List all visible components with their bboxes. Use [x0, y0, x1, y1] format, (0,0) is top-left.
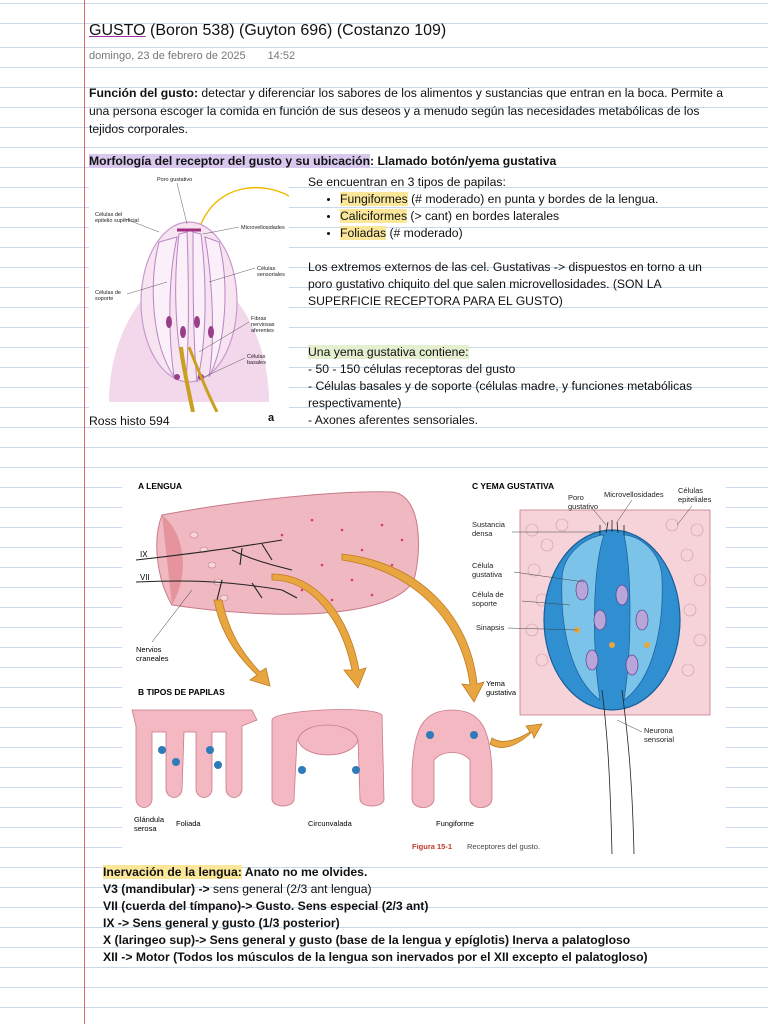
time-text: 14:52: [267, 50, 296, 62]
figure-caption-text: Receptores del gusto.: [467, 842, 540, 851]
yema-label-sinapsis: Sinapsis: [476, 623, 505, 632]
inervacion-heading: Inervación de la lengua: Anato no me olv…: [103, 865, 368, 879]
morfologia-title: Morfología del receptor del gusto y su u…: [89, 154, 371, 168]
papila-label-foliada: Foliada: [176, 819, 201, 828]
fig1-label-microvellosidades: Microvellosidades: [241, 225, 285, 231]
papila-item-foliadas: Foliadas (# moderado): [340, 225, 728, 242]
title-main: GUSTO: [89, 22, 146, 39]
title-refs: (Boron 538) (Guyton 696) (Costanzo 109): [145, 22, 447, 39]
papila-item-caliciformes: Caliciformes (> cant) en bordes laterale…: [340, 208, 728, 225]
funcion-text: detectar y diferenciar los sabores de lo…: [89, 86, 724, 136]
panel-b-title: B TIPOS DE PAPILAS: [138, 687, 225, 697]
papilas-section[interactable]: Se encuentran en 3 tipos de papilas: Fun…: [308, 174, 728, 429]
papila-label-circunvalada: Circunvalada: [308, 819, 353, 828]
papilas-intro: Se encuentran en 3 tipos de papilas:: [308, 175, 506, 189]
figure-caption-number: Figura 15-1: [412, 842, 452, 851]
panel-c-title: C YEMA GUSTATIVA: [472, 481, 554, 491]
papila-label-fungiforme: Fungiforme: [436, 819, 474, 828]
morfologia-subtitle: Llamado botón/yema gustativa: [374, 154, 557, 168]
yema-line: - Células basales y de soporte (células …: [308, 379, 693, 410]
page-date: domingo, 23 de febrero de 2025 14:52: [89, 50, 295, 62]
inervacion-line: V3 (mandibular) -> sens general (2/3 ant…: [103, 882, 372, 896]
panel-a-title: A LENGUA: [138, 481, 182, 491]
nerve-vii: VII: [140, 573, 150, 582]
figure1-caption: Ross histo 594: [89, 414, 170, 428]
papila-item-fungiformes: Fungiformes (# moderado) en punta y bord…: [340, 191, 728, 208]
funcion-paragraph[interactable]: Función del gusto: detectar y diferencia…: [89, 84, 729, 138]
receptores-gusto-figure[interactable]: A LENGUA B TIPOS DE PAPILAS C YEMA GUSTA…: [122, 470, 726, 854]
papilas-list: Fungiformes (# moderado) en punta y bord…: [308, 191, 728, 242]
yema-label-microvellosidades: Microvellosidades: [604, 490, 664, 499]
nerve-ix: IX: [140, 550, 148, 559]
yema-line: - 50 - 150 células receptoras del gusto: [308, 362, 516, 376]
extremos-paragraph: Los extremos externos de las cel. Gustat…: [308, 260, 702, 308]
inervacion-line: X (laringeo sup)-> Sens general y gusto …: [103, 933, 631, 947]
figure1-panel-letter: a: [268, 412, 275, 424]
inervacion-section[interactable]: Inervación de la lengua: Anato no me olv…: [103, 864, 743, 966]
inervacion-line: IX -> Sens general y gusto (1/3 posterio…: [103, 916, 340, 930]
yema-heading: Una yema gustativa contiene:: [308, 345, 469, 359]
inervacion-line: XII -> Motor (Todos los músculos de la l…: [103, 950, 648, 964]
yema-line: - Axones aferentes sensoriales.: [308, 413, 479, 427]
margin-line: [84, 0, 85, 1024]
date-text: domingo, 23 de febrero de 2025: [89, 50, 246, 62]
fig1-label-poro: Poro gustativo: [157, 177, 192, 183]
funcion-label: Función del gusto:: [89, 86, 198, 100]
page-title[interactable]: GUSTO (Boron 538) (Guyton 696) (Costanzo…: [89, 22, 446, 40]
morfologia-heading[interactable]: Morfología del receptor del gusto y su u…: [89, 154, 557, 168]
inervacion-line: VII (cuerda del tímpano)-> Gusto. Sens e…: [103, 899, 429, 913]
